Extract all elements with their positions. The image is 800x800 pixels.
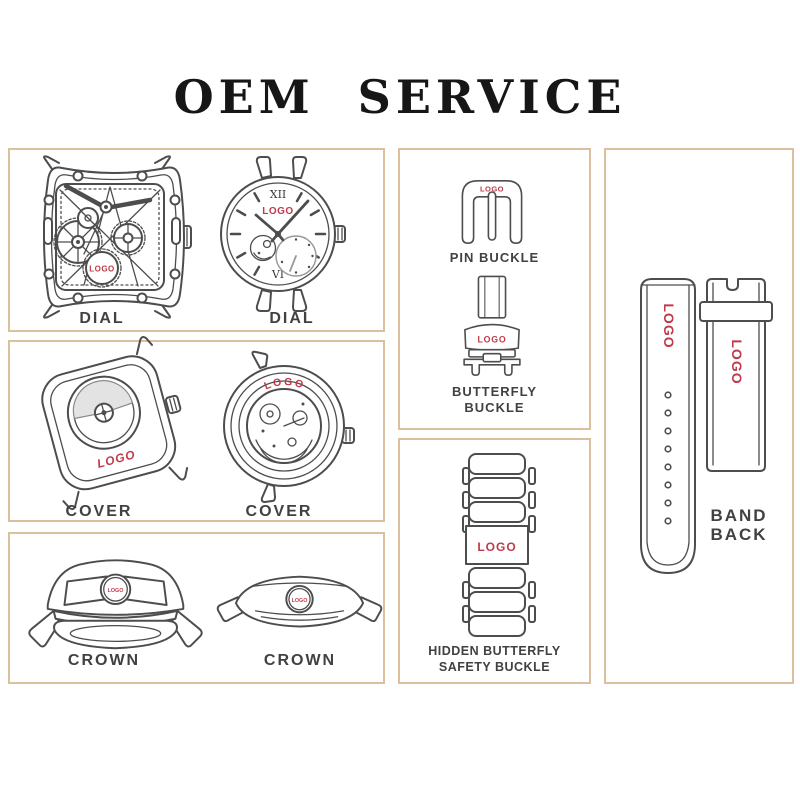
- svg-text:LOGO: LOGO: [263, 376, 307, 392]
- logo-placeholder-text: LOGO: [292, 598, 308, 604]
- butterfly-buckle-illustration: LOGO: [463, 275, 521, 376]
- panel-bracelet-buckle: LOGO HIDDEN BUTTERFLY SAFETY BUCKLE: [398, 438, 591, 684]
- watch-straps-illustration: LOGO LOGO: [640, 278, 773, 574]
- logo-placeholder-text: LOGO: [89, 265, 115, 274]
- label-back: BACK: [710, 525, 768, 544]
- logo-placeholder-text: LOGO: [108, 588, 124, 594]
- logo-placeholder-text: LOGO: [478, 335, 507, 345]
- round-watch-illustration: XII VI LOGO: [220, 156, 346, 312]
- label-dial-1: DIAL: [79, 310, 125, 327]
- label-butterfly-buckle-line1: BUTTERFLY: [451, 384, 538, 399]
- strap-keeper: [699, 301, 773, 322]
- crown-knob: [99, 573, 132, 605]
- label-hidden-butterfly-line1: HIDDEN BUTTERFLY: [428, 644, 561, 658]
- label-hidden-butterfly-line2: SAFETY BUCKLE: [438, 659, 551, 674]
- label-cover-1: COVER: [65, 503, 133, 520]
- panel-crown-options: LOGO LOGO CROWN CROWN: [8, 532, 385, 684]
- panel-buckle-options: LOGO PIN BUCKLE LOGO BUTTERFLY BUCKLE: [398, 148, 591, 430]
- panel-cover-options: LOGO LOGO: [8, 335, 385, 522]
- tonneau-skeleton-watch-illustration: LOGO: [43, 155, 192, 319]
- numeral-twelve: XII: [270, 188, 287, 201]
- logo-placeholder-text: LOGO: [729, 339, 745, 384]
- label-pin-buckle: PIN BUCKLE: [449, 250, 540, 265]
- page-title: OEM SERVICE: [173, 70, 627, 124]
- logo-placeholder-text: LOGO: [262, 206, 293, 217]
- numeral-six: VI: [271, 268, 284, 281]
- logo-placeholder-text: LOGO: [661, 303, 677, 348]
- logo-placeholder-text: LOGO: [480, 185, 504, 194]
- label-crown-2: CROWN: [263, 652, 337, 669]
- label-dial-2: DIAL: [269, 310, 315, 327]
- short-strap: [706, 278, 766, 472]
- label-cover-2: COVER: [245, 503, 313, 520]
- square-caseback-illustration: LOGO: [41, 335, 189, 511]
- pin-buckle-illustration: LOGO: [461, 180, 523, 244]
- crown-knob: [285, 584, 314, 614]
- long-strap: [640, 278, 696, 574]
- round-caseback-illustration: LOGO: [223, 350, 355, 503]
- metal-bracelet-illustration: LOGO: [462, 453, 536, 637]
- logo-placeholder-text: LOGO: [477, 540, 516, 554]
- logo-placeholder-text: LOGO: [263, 376, 305, 392]
- crown-sideview-illustration-2: LOGO: [216, 575, 383, 628]
- crown-sideview-illustration-1: LOGO: [28, 559, 203, 650]
- label-band: BAND: [710, 506, 768, 525]
- panel-band-back: LOGO LOGO BAND BACK: [604, 148, 794, 684]
- label-butterfly-buckle-line2: BUCKLE: [464, 400, 525, 415]
- label-crown-1: CROWN: [67, 652, 141, 669]
- panel-dial-options: LOGO XII VI LOGO: [8, 148, 385, 332]
